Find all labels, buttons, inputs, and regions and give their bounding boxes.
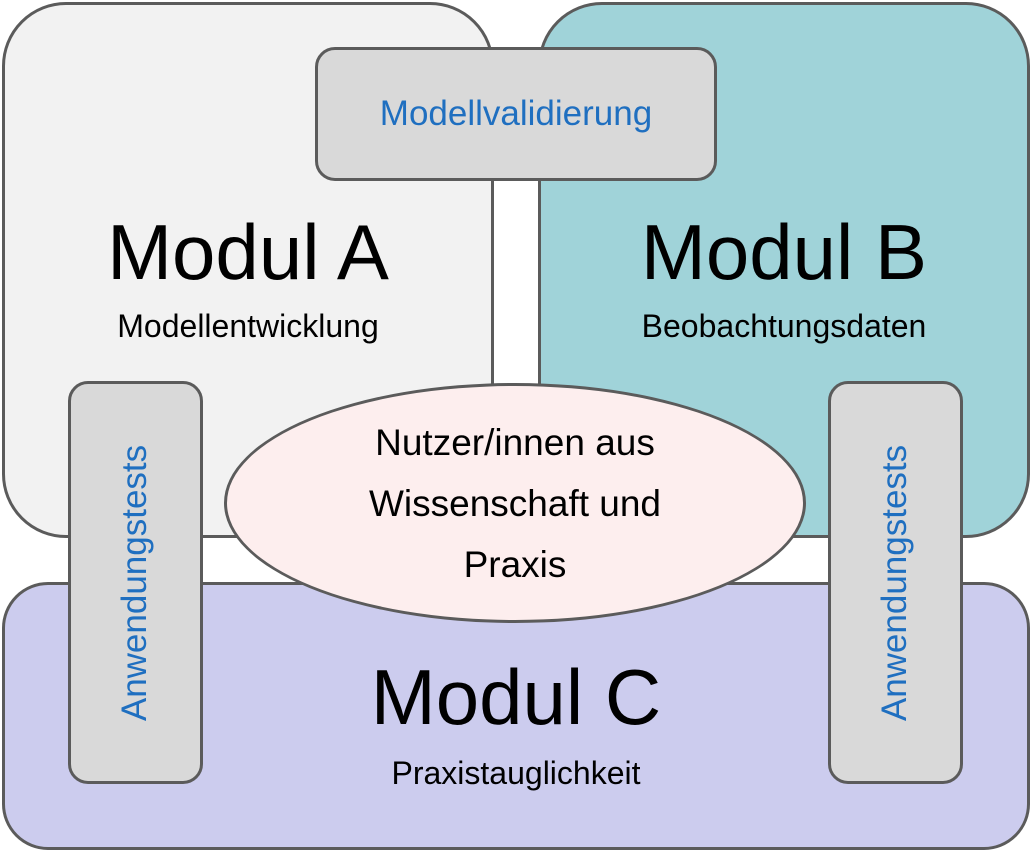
module-c-subtitle: Praxistauglichkeit	[391, 755, 641, 791]
module-b-title: Modul B	[640, 208, 928, 296]
application-tests-right-label: Anwendungstests	[875, 444, 915, 721]
module-b-subtitle: Beobachtungsdaten	[641, 308, 927, 344]
module-a-title: Modul A	[107, 208, 389, 296]
application-tests-left-box: Anwendungstests	[68, 381, 203, 784]
application-tests-right-box: Anwendungstests	[828, 381, 963, 784]
model-validation-box: Modellvalidierung	[315, 47, 717, 181]
model-validation-label: Modellvalidierung	[379, 94, 653, 133]
users-ellipse: Nutzer/innen aus Wissenschaft und Praxis	[224, 383, 806, 623]
module-c-title: Modul C	[370, 653, 662, 741]
users-label: Nutzer/innen aus Wissenschaft und Praxis	[368, 421, 662, 585]
module-a-subtitle: Modellentwicklung	[117, 308, 379, 344]
application-tests-left-label: Anwendungstests	[115, 444, 155, 721]
